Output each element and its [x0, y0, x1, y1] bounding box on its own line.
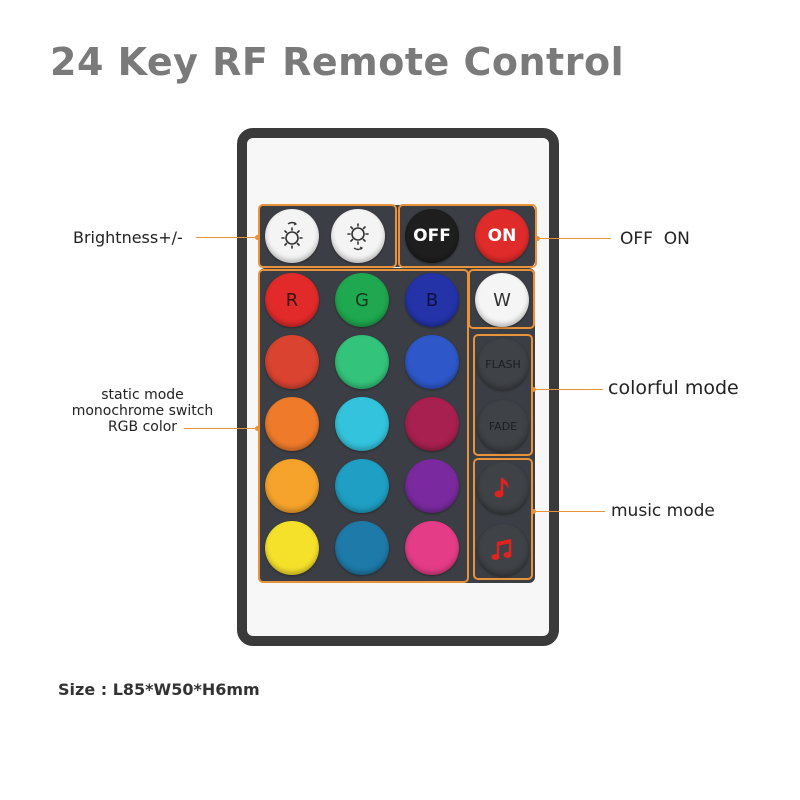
static-mode-line3: RGB color: [107, 419, 178, 435]
sun-up-icon: [281, 221, 303, 249]
r-label: R: [285, 289, 299, 311]
red-button[interactable]: R: [265, 273, 319, 327]
brightness-label: Brightness+/-: [73, 228, 183, 247]
page-title: 24 Key RF Remote Control: [50, 40, 625, 84]
color-button[interactable]: [265, 335, 319, 389]
blue-button[interactable]: B: [405, 273, 459, 327]
brightness-down-button[interactable]: [331, 209, 385, 263]
color-button[interactable]: [265, 521, 319, 575]
music-2-button[interactable]: [477, 524, 529, 576]
on-label: ON: [487, 226, 517, 246]
power-callout-line: [537, 238, 611, 239]
off-label: OFF: [413, 226, 451, 246]
off-button[interactable]: OFF: [405, 209, 459, 263]
color-button[interactable]: [405, 521, 459, 575]
colorful-callout-dot: [531, 387, 536, 392]
flash-label: FLASH: [485, 357, 521, 371]
colorful-callout-line: [533, 389, 603, 390]
white-button[interactable]: W: [475, 273, 529, 327]
flash-button[interactable]: FLASH: [477, 338, 529, 390]
color-button[interactable]: [335, 459, 389, 513]
brightness-up-button[interactable]: [265, 209, 319, 263]
g-label: G: [355, 289, 369, 311]
color-button[interactable]: [335, 335, 389, 389]
power-callout-dot: [535, 236, 540, 241]
b-label: B: [425, 289, 439, 311]
color-button[interactable]: [265, 397, 319, 451]
on-button[interactable]: ON: [475, 209, 529, 263]
sun-down-icon: [347, 223, 369, 251]
green-button[interactable]: G: [335, 273, 389, 327]
static-mode-line1: static mode: [101, 387, 184, 403]
music-callout-line: [533, 511, 605, 512]
brightness-callout-line: [196, 237, 258, 238]
color-button[interactable]: [405, 459, 459, 513]
music-notes-icon: [491, 539, 512, 560]
color-button[interactable]: [405, 397, 459, 451]
white-frame: [468, 269, 535, 329]
music-callout-dot: [531, 509, 536, 514]
fade-button[interactable]: FADE: [477, 400, 529, 452]
static-mode-label: static mode monochrome switch RGB color: [60, 387, 225, 435]
colorful-frame: [473, 334, 533, 456]
brightness-callout-dot: [255, 235, 260, 240]
music-1-button[interactable]: [477, 462, 529, 514]
music-frame: [473, 458, 533, 580]
color-button[interactable]: [335, 397, 389, 451]
color-button[interactable]: [265, 459, 319, 513]
fade-label: FADE: [488, 419, 518, 433]
music-mode-label: music mode: [611, 501, 715, 521]
colorful-mode-label: colorful mode: [608, 377, 739, 399]
static-callout-dot: [255, 426, 260, 431]
size-label: Size : L85*W50*H6mm: [58, 680, 260, 699]
color-button[interactable]: [335, 521, 389, 575]
music-note-icon: [494, 478, 509, 498]
color-button[interactable]: [405, 335, 459, 389]
static-mode-line2: monochrome switch: [71, 403, 214, 419]
off-on-label: OFF ON: [620, 229, 690, 249]
w-label: W: [493, 289, 511, 311]
static-callout-line: [184, 428, 258, 429]
